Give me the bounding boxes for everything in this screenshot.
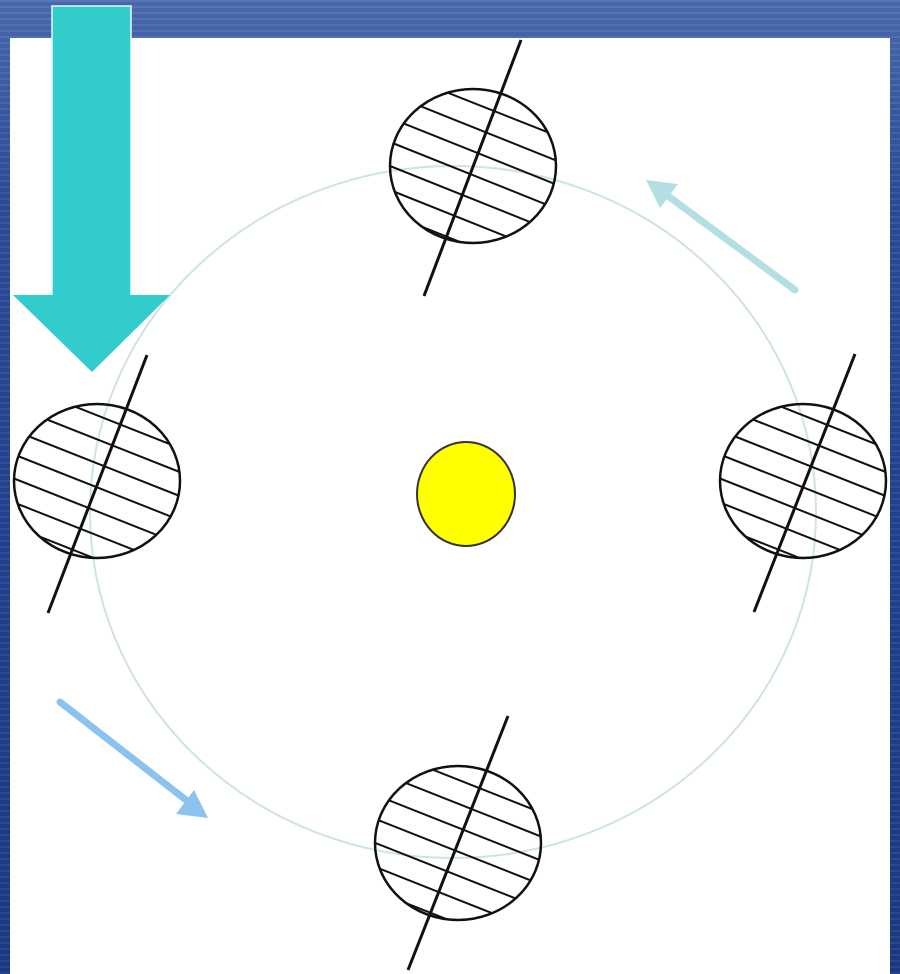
sun-icon xyxy=(417,442,515,546)
down-arrow-icon xyxy=(13,6,170,372)
earth-axis xyxy=(424,40,521,296)
orbit-direction-arrow-bottom xyxy=(60,702,208,818)
earth-axis xyxy=(48,355,147,613)
earth-axis xyxy=(754,354,855,612)
orbit-direction-arrow-top xyxy=(646,180,795,290)
earth-icon xyxy=(0,355,210,613)
earth-icon xyxy=(696,354,900,612)
earth-axis xyxy=(408,716,508,970)
earth-icon xyxy=(345,716,565,970)
earth-icon xyxy=(360,40,580,296)
